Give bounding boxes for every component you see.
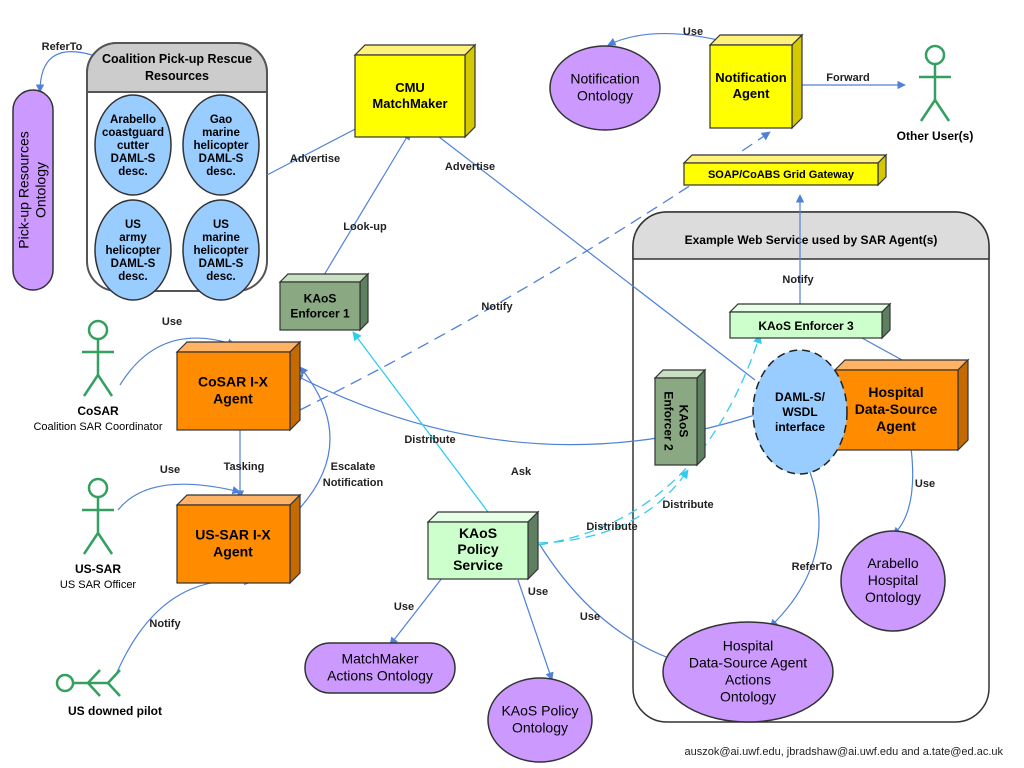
- label-use-kaos: Use: [528, 586, 548, 598]
- actor-other-users-label: Other User(s): [897, 129, 974, 143]
- actor-ussar-name: US-SAR: [75, 562, 121, 576]
- actor-cosar-name: CoSAR: [77, 404, 119, 418]
- label-refer-to-right: ReferTo: [792, 561, 833, 573]
- label-use-hosp-actions: Use: [580, 611, 600, 623]
- edge-distribute-2: [537, 469, 689, 544]
- label-ask: Ask: [511, 466, 532, 478]
- label-advertise-mid: Advertise: [445, 161, 495, 173]
- actor-ussar-role: US SAR Officer: [60, 579, 137, 591]
- edge-use-cosar: [119, 337, 236, 386]
- actor-cosar-icon: [82, 319, 114, 397]
- ontology-pickup: Pick-up ResourcesOntology: [12, 89, 54, 291]
- kaos-enforcer3-box[interactable]: KAoS Enforcer 3: [728, 302, 892, 340]
- label-use-mm: Use: [394, 601, 414, 613]
- label-notify-pilot: Notify: [149, 618, 181, 630]
- label-use-top: Use: [683, 26, 703, 38]
- edge-advertise-left: [266, 124, 364, 176]
- label-notify-top: Notify: [782, 274, 814, 286]
- actor-pilot-label: US downed pilot: [68, 704, 162, 718]
- label-distribute-1: Distribute: [404, 434, 455, 446]
- edge-use-hospital: [892, 439, 914, 536]
- label-look-up: Look-up: [343, 221, 387, 233]
- gateway-box[interactable]: SOAP/CoABS Grid Gateway: [682, 153, 888, 187]
- actor-pilot-icon: [55, 669, 121, 697]
- label-use-cosar: Use: [162, 316, 182, 328]
- label-notify-mid: Notify: [481, 301, 513, 313]
- edge-use-kaos: [517, 579, 554, 681]
- edge-distribute-3: [537, 334, 762, 546]
- ontology-pickup-label: Pick-up ResourcesOntology: [16, 131, 49, 249]
- edge-advertise-mid: [429, 129, 756, 381]
- label-advertise-left: Advertise: [290, 153, 340, 165]
- label-distribute-3: Distribute: [662, 499, 713, 511]
- edge-enforcer3-hospital: [861, 337, 903, 361]
- actor-cosar-role: Coalition SAR Coordinator: [33, 421, 162, 433]
- label-refer-to-left: ReferTo: [42, 41, 83, 53]
- edge-use-ussar: [117, 483, 241, 511]
- edge-notify-mid: [299, 131, 771, 411]
- edge-notify-pilot: [114, 576, 253, 678]
- kaos-enforcer2-label: KAoSEnforcer 2: [662, 391, 691, 451]
- edge-refer-to-left: [35, 51, 93, 93]
- edge-distribute-1: [352, 331, 489, 513]
- credits: auszok@ai.uwf.edu, jbradshaw@ai.uwf.edu …: [685, 746, 1004, 758]
- kaos-enforcer2-box[interactable]: KAoSEnforcer 2: [653, 368, 707, 467]
- edge-escalate: [299, 366, 331, 509]
- label-tasking: Tasking: [224, 461, 265, 473]
- edge-look-up: [314, 131, 411, 291]
- actor-other-users-icon: [919, 44, 951, 122]
- kaos-enforcer3-label: KAoS Enforcer 3: [758, 319, 854, 333]
- gateway-label: SOAP/CoABS Grid Gateway: [708, 169, 855, 181]
- label-use-hospital: Use: [915, 478, 935, 490]
- label-use-ussar: Use: [160, 464, 180, 476]
- edge-refer-to-right: [769, 471, 820, 628]
- edge-use-top: [607, 32, 719, 46]
- label-distribute-2: Distribute: [586, 521, 637, 533]
- web-service-title: Example Web Service used by SAR Agent(s): [685, 233, 938, 247]
- actor-ussar-icon: [82, 477, 114, 555]
- label-forward: Forward: [826, 72, 869, 84]
